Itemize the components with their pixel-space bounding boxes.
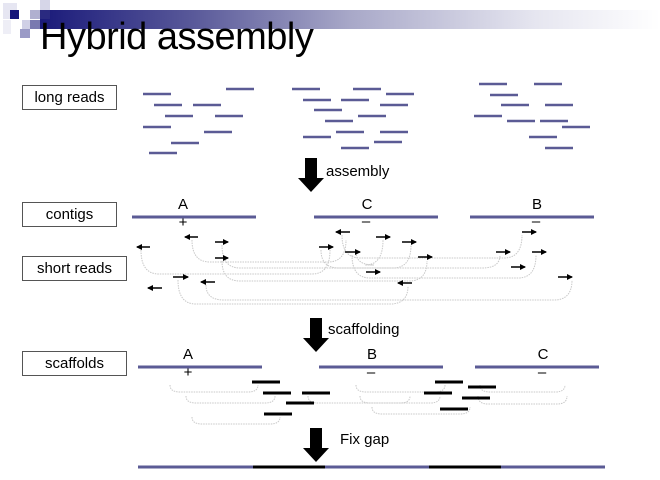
scaffold-strand-a: + <box>183 364 193 381</box>
pair-link <box>355 239 384 266</box>
label-scaffolds: scaffolds <box>22 351 127 376</box>
down-arrow-icon <box>303 428 329 462</box>
pair-links-group <box>140 234 573 305</box>
contig-strand-c: – <box>361 213 371 230</box>
scaffold-link <box>355 384 446 393</box>
short-reads-group <box>136 229 573 291</box>
scaffold-link <box>169 384 259 393</box>
step-scaffolding-label: scaffolding <box>328 321 400 338</box>
decor-square <box>40 0 50 10</box>
contig-strand-b: – <box>531 213 541 230</box>
long-reads-group <box>143 82 590 155</box>
scaffold-link <box>191 416 281 425</box>
decor-square <box>20 29 30 38</box>
pair-link <box>320 249 501 269</box>
scaffold-link <box>371 406 471 415</box>
scaffold-strand-c: – <box>537 364 547 381</box>
contig-name-c: C <box>361 196 373 213</box>
decor-square <box>22 20 32 29</box>
slide-title: Hybrid assembly <box>40 16 314 58</box>
scaffold-link <box>185 395 276 404</box>
contig-name-b: B <box>531 196 543 213</box>
label-long-reads: long reads <box>22 85 117 110</box>
scaffold-short-reads-group <box>252 380 496 416</box>
scaffold-name-c: C <box>537 346 549 363</box>
down-arrow-icon <box>298 158 324 192</box>
scaffold-link <box>359 395 441 404</box>
pair-link <box>140 249 331 275</box>
scaffold-links-group <box>169 384 568 425</box>
decor-square <box>40 10 50 19</box>
decor-square <box>3 20 11 34</box>
pair-link <box>191 239 347 263</box>
label-contigs: contigs <box>22 202 117 227</box>
pair-link <box>341 234 523 259</box>
title-banner-gradient <box>40 10 660 29</box>
pair-link <box>205 279 573 301</box>
decor-square <box>30 20 40 29</box>
scaffold-link <box>479 384 566 393</box>
step-arrows-group <box>298 158 329 462</box>
scaffold-name-b: B <box>366 346 378 363</box>
decor-square <box>30 10 40 19</box>
contig-strand-a: + <box>178 214 188 231</box>
scaffold-strand-b: – <box>366 364 376 381</box>
contig-name-a: A <box>177 196 189 213</box>
decor-square <box>10 10 19 19</box>
down-arrow-icon <box>303 318 329 352</box>
scaffold-link <box>477 395 568 405</box>
pair-link <box>221 260 428 282</box>
step-assembly-label: assembly <box>326 163 390 180</box>
pair-link <box>177 279 409 305</box>
step-fix-gap-label: Fix gap <box>340 431 390 448</box>
scaffold-name-a: A <box>182 346 194 363</box>
label-short-reads: short reads <box>22 256 127 281</box>
scaffold-link <box>307 395 411 404</box>
